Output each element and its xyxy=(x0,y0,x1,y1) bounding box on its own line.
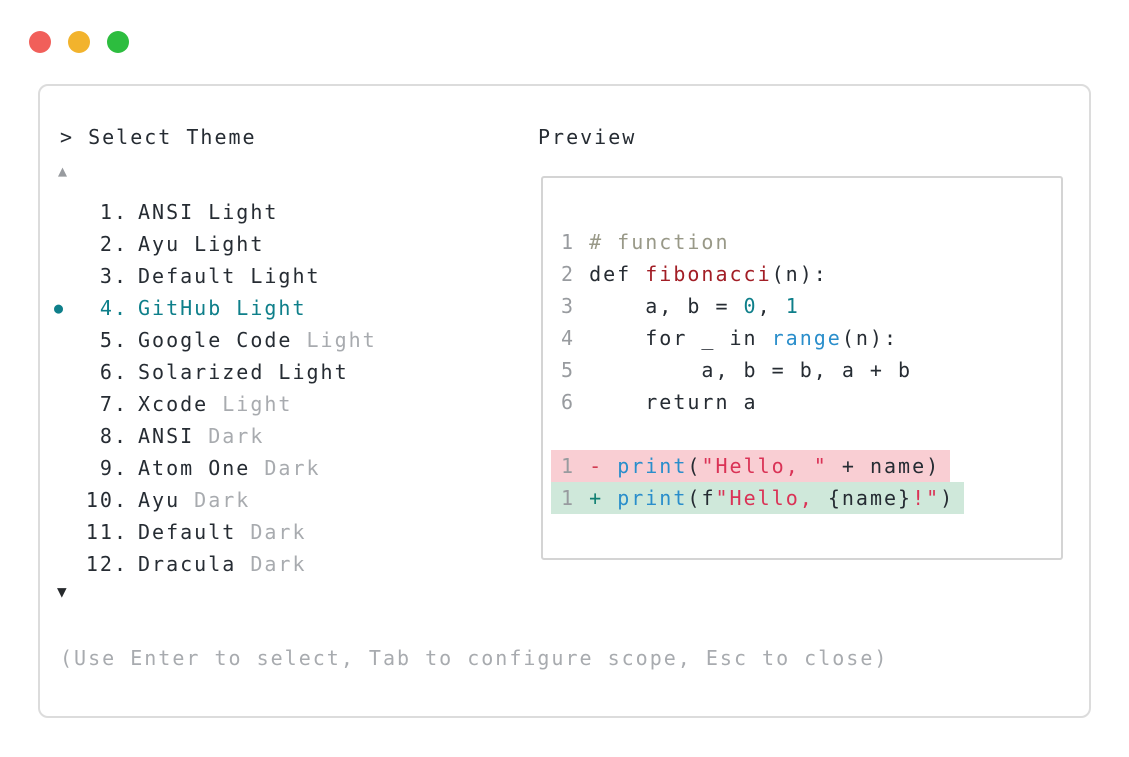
selected-bullet-icon xyxy=(54,260,84,292)
theme-number: 3. xyxy=(99,264,128,288)
selected-bullet-icon xyxy=(54,228,84,260)
theme-number: 1. xyxy=(99,200,128,224)
theme-option[interactable]: 8. ANSI Dark xyxy=(54,420,377,452)
picker-title: > Select Theme xyxy=(60,125,257,149)
preview-title: Preview xyxy=(538,125,637,149)
code-sample: 1 # function 2 def fibonacci(n): 3 a, b = … xyxy=(561,226,1061,418)
theme-label: Solarized Light xyxy=(138,360,349,384)
theme-number: 7. xyxy=(99,392,128,416)
zoom-button[interactable] xyxy=(107,31,129,53)
theme-option[interactable]: ● 4. GitHub Light xyxy=(54,292,377,324)
theme-label: Dracula Dark xyxy=(138,552,307,576)
minimize-button[interactable] xyxy=(68,31,90,53)
theme-option[interactable]: 2. Ayu Light xyxy=(54,228,377,260)
close-button[interactable] xyxy=(29,31,51,53)
theme-option[interactable]: 11. Default Dark xyxy=(54,516,377,548)
theme-number: 9. xyxy=(99,456,128,480)
selected-bullet-icon xyxy=(54,356,84,388)
theme-number: 5. xyxy=(99,328,128,352)
theme-label: Atom One Dark xyxy=(138,456,321,480)
theme-number: 4. xyxy=(99,296,128,320)
theme-option[interactable]: 7. Xcode Light xyxy=(54,388,377,420)
theme-number: 2. xyxy=(99,232,128,256)
diff-sample: 1 - print("Hello, " + name)1 + print(f"H… xyxy=(551,450,1061,514)
scroll-up-icon[interactable]: ▲ xyxy=(58,162,68,180)
theme-label: Ayu Light xyxy=(138,232,265,256)
code-line: 4 for _ in range(n): xyxy=(561,326,899,350)
theme-option[interactable]: 12. Dracula Dark xyxy=(54,548,377,580)
selected-bullet-icon xyxy=(54,324,84,356)
theme-option[interactable]: 6. Solarized Light xyxy=(54,356,377,388)
diff-line: 1 + print(f"Hello, {name}!") xyxy=(551,482,1061,514)
code-line: 5 a, b = b, a + b xyxy=(561,358,913,382)
theme-option[interactable]: 1. ANSI Light xyxy=(54,196,377,228)
theme-label: Ayu Dark xyxy=(138,488,251,512)
theme-number: 6. xyxy=(99,360,128,384)
selected-bullet-icon: ● xyxy=(54,299,66,317)
help-text: (Use Enter to select, Tab to configure s… xyxy=(60,646,889,670)
selected-bullet-icon xyxy=(54,196,84,228)
theme-option[interactable]: 3. Default Light xyxy=(54,260,377,292)
selected-bullet-icon xyxy=(54,516,84,548)
preview-pane: 1 # function 2 def fibonacci(n): 3 a, b = … xyxy=(541,176,1063,560)
scroll-down-icon[interactable]: ▼ xyxy=(57,582,67,601)
code-line: 3 a, b = 0, 1 xyxy=(561,294,800,318)
diff-highlight: 1 + print(f"Hello, {name}!") xyxy=(551,482,965,514)
diff-highlight: 1 - print("Hello, " + name) xyxy=(551,450,951,482)
theme-label: Xcode Light xyxy=(138,392,293,416)
window-controls xyxy=(29,31,129,53)
code-line: 6 return a xyxy=(561,390,758,414)
theme-list: 1. ANSI Light 2. Ayu Light 3. Default Li… xyxy=(54,196,377,580)
theme-label: Default Light xyxy=(138,264,321,288)
theme-number: 10. xyxy=(85,488,128,512)
selected-bullet-icon xyxy=(54,484,84,516)
theme-option[interactable]: 5. Google Code Light xyxy=(54,324,377,356)
selected-bullet-icon xyxy=(54,548,84,580)
theme-label: GitHub Light xyxy=(138,296,307,320)
theme-number: 8. xyxy=(99,424,128,448)
theme-option[interactable]: 9. Atom One Dark xyxy=(54,452,377,484)
code-line: 1 # function xyxy=(561,230,730,254)
code-line: 2 def fibonacci(n): xyxy=(561,262,828,286)
theme-number: 11. xyxy=(85,520,128,544)
theme-label: ANSI Light xyxy=(138,200,279,224)
theme-number: 12. xyxy=(85,552,128,576)
theme-label: Google Code Light xyxy=(138,328,377,352)
selected-bullet-icon xyxy=(54,420,84,452)
diff-line: 1 - print("Hello, " + name) xyxy=(551,450,1061,482)
theme-label: Default Dark xyxy=(138,520,307,544)
theme-label: ANSI Dark xyxy=(138,424,265,448)
selected-bullet-icon xyxy=(54,452,84,484)
selected-bullet-icon xyxy=(54,388,84,420)
theme-option[interactable]: 10. Ayu Dark xyxy=(54,484,377,516)
